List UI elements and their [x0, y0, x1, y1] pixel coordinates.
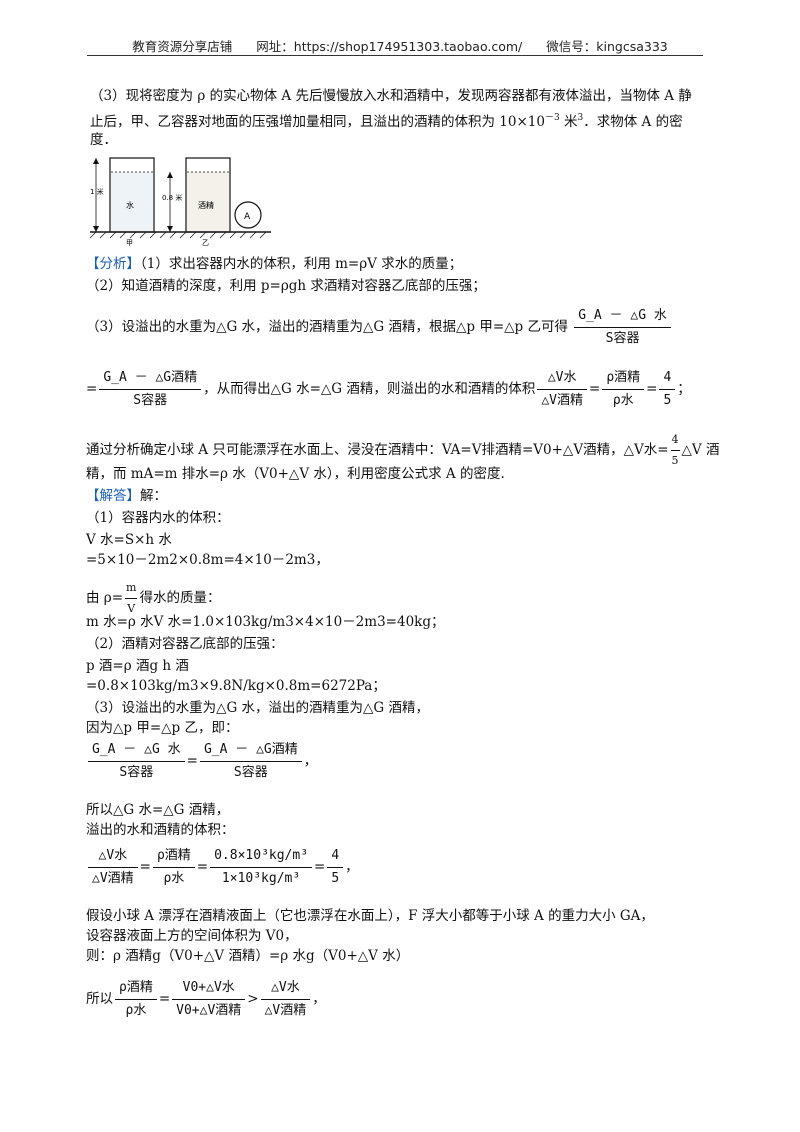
answer-line-2: V 水=S×h 水: [86, 532, 172, 548]
answer-line-7: p 酒=ρ 酒g h 酒: [86, 658, 189, 674]
answer-line-6: （2）酒精对容器乙底部的压强：: [86, 636, 284, 652]
analysis-line-6: 精，而 mA=m 排水=ρ 水（V0+△V 水），利用密度公式求 A 的密度.: [86, 466, 505, 482]
water-label: 水: [126, 200, 134, 210]
header-divider: [87, 55, 703, 56]
answer-line-3: =5×10－2m2×0.8m=4×10－2m3，: [86, 552, 329, 568]
answer-line-8: =0.8×103kg/m3×9.8N/kg×0.8m=6272Pa；: [86, 678, 386, 694]
ball-a: [234, 201, 262, 229]
question-line-1: （3）现将密度为 ρ 的实心物体 A 先后慢慢放入水和酒精中，发现两容器都有液体…: [90, 88, 692, 104]
container-figure: 1 米 0.8 米 水 酒精 A 甲 乙: [89, 157, 271, 247]
ball-a-label: A: [244, 212, 251, 222]
analysis-line-3: （3）设溢出的水重为△G 水，溢出的酒精重为△G 酒精，根据△p 甲=△p 乙可…: [86, 306, 673, 349]
answer-line-1: （1）容器内水的体积：: [86, 510, 230, 526]
answer-line-14: 设容器液面上方的空间体积为 V0，: [86, 928, 298, 944]
answer-line-15: 则：ρ 酒精g（V0+△V 酒精）=ρ 水g（V0+△V 水）: [86, 948, 410, 964]
yi-label: 乙: [202, 239, 209, 247]
answer-line-5: m 水=ρ 水V 水=1.0×103kg/m3×4×10－2m3=40kg；: [86, 614, 445, 630]
shop-name: 教育资源分享店铺: [132, 39, 233, 54]
page-header: 教育资源分享店铺 网址：https://shop174951303.taobao…: [0, 36, 800, 55]
alcohol-label: 酒精: [198, 200, 214, 210]
analysis-line-1: 【分析】（1）求出容器内水的体积，利用 m=ρV 求水的质量；: [86, 256, 463, 272]
answer-line-10: 因为△p 甲=△p 乙，即：: [86, 720, 239, 736]
wechat-id: 微信号：kingcsa333: [546, 39, 668, 54]
answer-line-0: 【解答】解：: [86, 488, 167, 504]
analysis-line-5: 通过分析确定小球 A 只可能漂浮在水面上、浸没在酒精中：VA=V排酒精=V0+△…: [86, 430, 719, 471]
question-line-2: 止后，甲、乙容器对地面的压强增加量相同，且溢出的酒精的体积为 10×10－3 米…: [90, 113, 683, 130]
answer-line-12: 溢出的水和酒精的体积：: [86, 822, 235, 838]
question-line-3: 度．: [90, 132, 117, 148]
answer-line-9: （3）设溢出的水重为△G 水，溢出的酒精重为△G 酒精，: [86, 700, 430, 716]
answer-line-13: 假设小球 A 漂浮在酒精液面上（它也漂浮在水面上），F 浮大小都等于小球 A 的…: [86, 908, 654, 924]
height-08m-label: 0.8 米: [162, 193, 182, 202]
jia-label: 甲: [126, 239, 133, 247]
analysis-line-2: （2）知道酒精的深度，利用 p=ρgh 求酒精对容器乙底部的压强；: [86, 278, 486, 294]
shop-url[interactable]: 网址：https://shop174951303.taobao.com/: [256, 39, 523, 54]
container-jia: [109, 157, 155, 233]
height-1m-label: 1 米: [90, 187, 104, 196]
container-yi: [185, 157, 231, 233]
answer-line-11: 所以△G 水=△G 酒精，: [86, 802, 230, 818]
